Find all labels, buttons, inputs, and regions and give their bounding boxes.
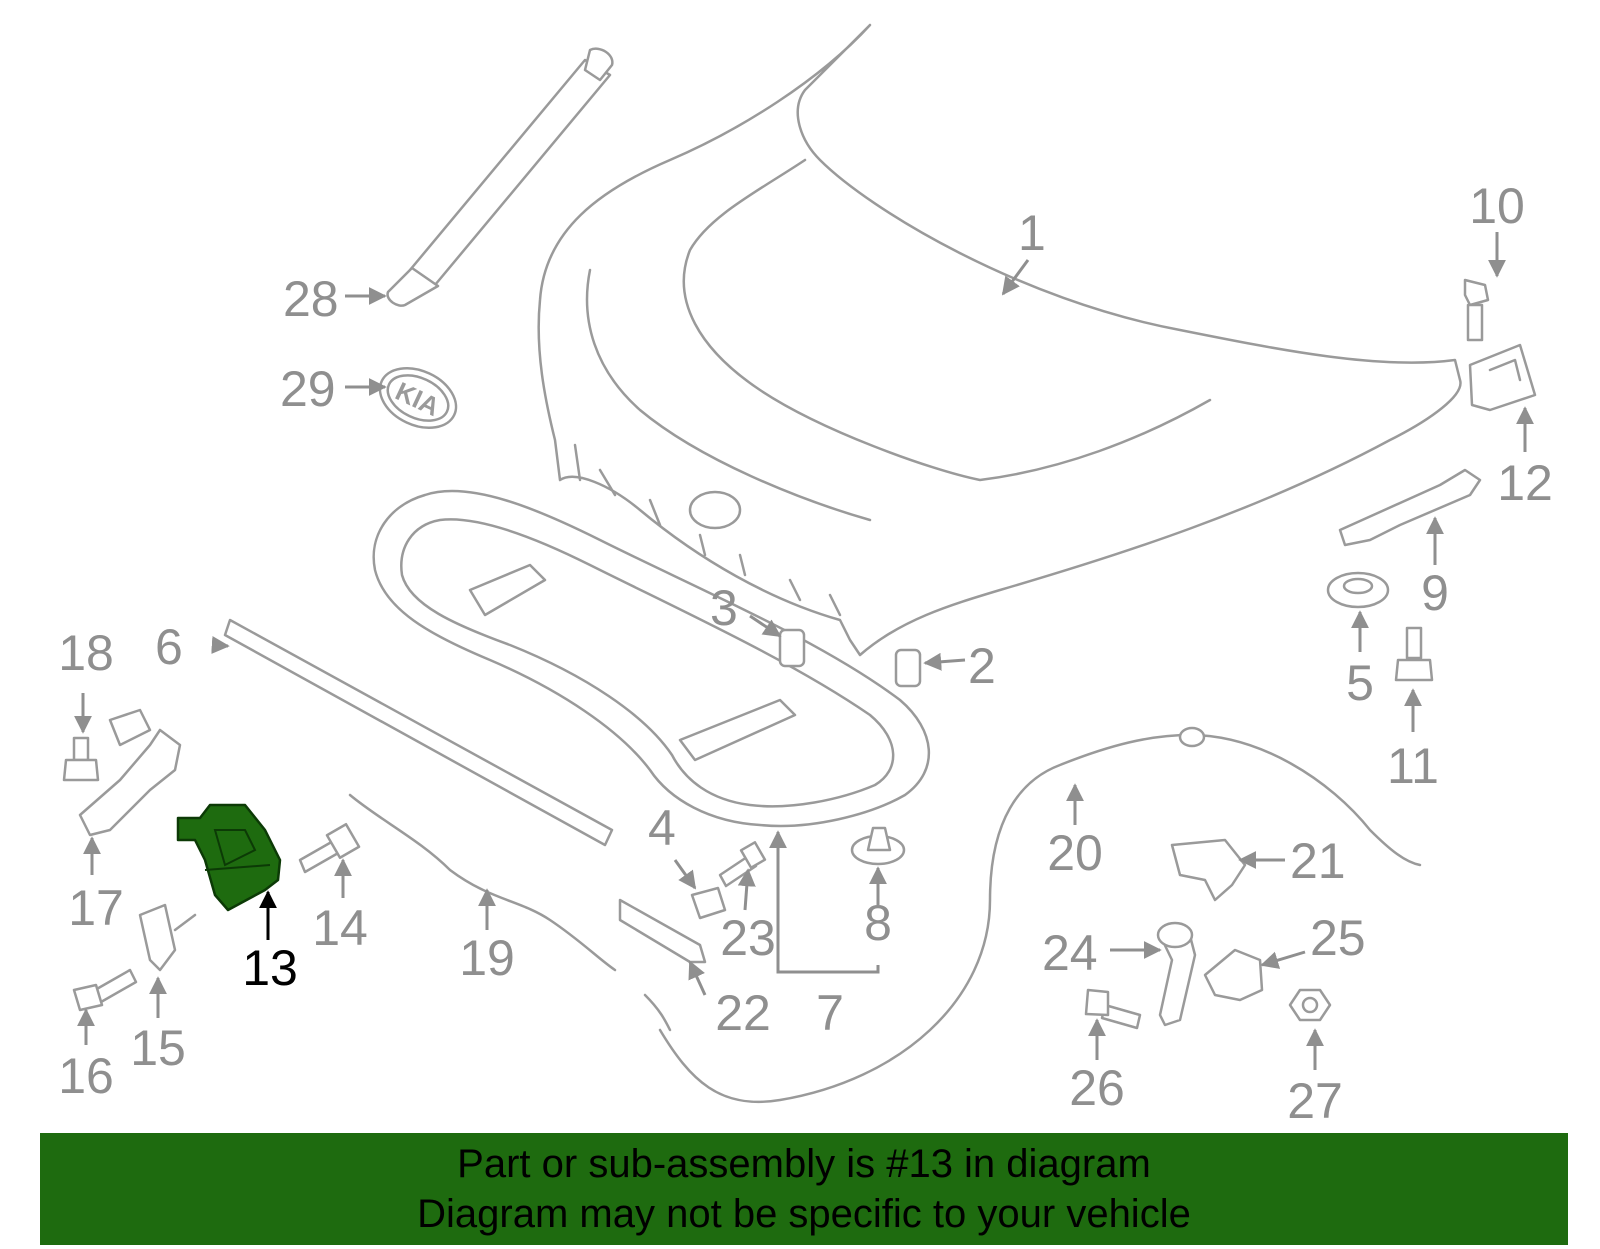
part-20-release-cable <box>658 726 1422 1104</box>
callout-26: 26 <box>1069 1060 1125 1116</box>
callout-18: 18 <box>58 625 114 681</box>
part-5-plug <box>1326 571 1390 609</box>
callout-8: 8 <box>864 895 892 951</box>
part-24-release-lever <box>1156 921 1197 1027</box>
callout-29: 29 <box>280 361 336 417</box>
callout-15: 15 <box>130 1020 186 1076</box>
callout-28: 28 <box>283 271 339 327</box>
callout-19: 19 <box>459 930 515 986</box>
callout-1: 1 <box>1018 205 1046 261</box>
callout-13: 13 <box>242 940 298 996</box>
banner-line-1: Part or sub-assembly is #13 in diagram <box>457 1142 1151 1186</box>
callout-16: 16 <box>58 1048 114 1104</box>
part-4-latch-guide <box>690 886 727 920</box>
parts-diagram: KIA <box>58 23 1553 1129</box>
callout-25: 25 <box>1310 910 1366 966</box>
callout-6: 6 <box>155 619 183 675</box>
part-12-hinge-bracket <box>1468 343 1537 412</box>
part-22-latch-bracket <box>618 898 707 964</box>
callout-5: 5 <box>1346 655 1374 711</box>
callout-12: 12 <box>1497 455 1553 511</box>
callout-11: 11 <box>1387 738 1439 794</box>
callout-22: 22 <box>715 985 771 1041</box>
part-9-hood-hinge <box>1338 468 1482 547</box>
callout-2: 2 <box>968 638 996 694</box>
callout-17: 17 <box>68 880 124 936</box>
part-8-clip <box>850 826 906 866</box>
callout-10: 10 <box>1469 178 1525 234</box>
part-29-emblem: KIA <box>378 367 458 429</box>
part-17-safety-hook <box>78 708 182 837</box>
part-18-bolt <box>62 736 100 782</box>
info-banner: Part or sub-assembly is #13 in diagram D… <box>40 1133 1568 1245</box>
part-11-bolt <box>1394 626 1434 682</box>
part-26-bolt <box>1084 988 1142 1030</box>
part-27-nut <box>1288 988 1332 1022</box>
callout-14: 14 <box>312 900 368 956</box>
leader-arrows <box>74 232 1534 1070</box>
callout-7: 7 <box>816 985 844 1041</box>
part-6-weatherstrip <box>223 618 614 847</box>
part-16-bolt <box>72 968 138 1012</box>
banner-line-2: Diagram may not be specific to your vehi… <box>417 1192 1191 1236</box>
part-14-bolt <box>298 822 361 874</box>
callout-20: 20 <box>1047 825 1103 881</box>
callout-3: 3 <box>710 580 738 636</box>
callout-23: 23 <box>720 910 776 966</box>
callout-9: 9 <box>1421 565 1449 621</box>
callout-labels: 1 2 3 4 5 6 7 8 9 10 11 12 13 14 15 16 1… <box>58 178 1553 1129</box>
part-2-bumper <box>894 648 922 688</box>
part-23-bolt <box>718 841 767 888</box>
part-13-hood-latch <box>176 803 282 912</box>
part-3-bumper <box>778 628 806 668</box>
callout-21: 21 <box>1290 833 1346 889</box>
part-21-release-handle-bracket <box>1170 838 1247 902</box>
part-25-lever-bracket <box>1203 948 1264 1002</box>
part-28-hood-lift-strut <box>386 47 614 307</box>
callout-27: 27 <box>1287 1073 1343 1129</box>
part-7-insulator-pad <box>372 489 930 828</box>
callout-24: 24 <box>1042 925 1098 981</box>
part-10-hinge-bolt <box>1463 278 1490 342</box>
part-15-striker <box>138 903 197 972</box>
callout-4: 4 <box>648 800 676 856</box>
part-1-hood <box>537 23 1462 657</box>
